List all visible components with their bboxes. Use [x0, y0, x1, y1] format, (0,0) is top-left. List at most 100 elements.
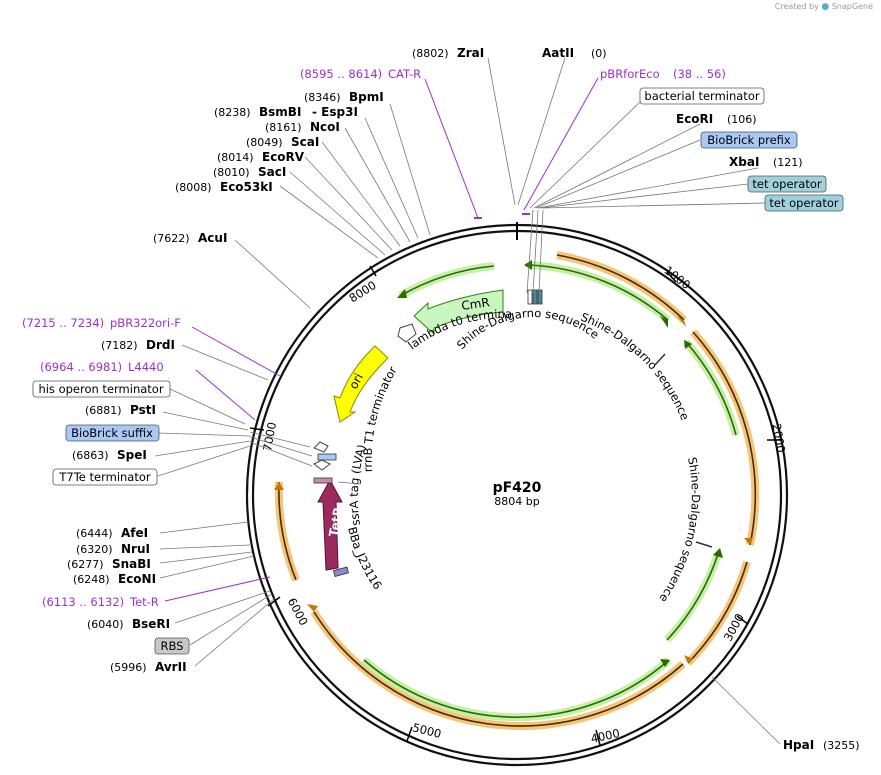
sd-glyph	[654, 353, 666, 366]
his-terminator-glyph	[313, 441, 329, 453]
scai-pos: (8049)	[246, 136, 283, 149]
biobrick-suffix-box	[65, 424, 160, 442]
snapgene-branding: Created by ● SnapGene	[775, 2, 873, 12]
green-cds-arcs	[361, 261, 740, 722]
spei-pos: (6863)	[72, 449, 109, 462]
ssra-tag-label: ssrA tag (LVA)	[347, 443, 369, 527]
green-arc	[529, 264, 669, 321]
bsmbi-pos: (8238)	[214, 106, 251, 119]
tet-operator-box-1	[747, 175, 827, 193]
scai-name: ScaI	[291, 135, 319, 149]
arrowhead	[713, 548, 723, 558]
tet-operator-box-2	[764, 194, 844, 212]
orange-arc	[687, 561, 748, 664]
hpai-pos: (3255)	[823, 739, 860, 752]
snapgene-name: SnapGene	[831, 2, 873, 11]
feature-cmr: CmR	[413, 289, 504, 336]
arrowhead	[524, 260, 532, 270]
tick-mark	[267, 596, 281, 607]
biobrick-prefix-label: BioBrick prefix	[707, 133, 791, 147]
lambda-t0-terminator-glyph	[397, 323, 417, 343]
arrowhead	[274, 482, 284, 490]
feature-tetr: TetR	[317, 478, 345, 571]
tet-operator-glyph	[537, 289, 543, 305]
bseri-name: BseRI	[132, 617, 170, 631]
arrowhead	[677, 316, 686, 327]
feature-ori: ori	[333, 345, 389, 423]
aatii-name: AatII	[542, 46, 574, 60]
arrowhead	[660, 659, 670, 667]
bseri-pos: (6040)	[87, 618, 124, 631]
drdi-name: DrdI	[146, 338, 175, 352]
orange-arc	[692, 331, 757, 546]
orange-arc	[556, 254, 685, 321]
ecori-pos: (106)	[727, 113, 757, 126]
bacterial-terminator-label: bacterial terminator	[644, 89, 759, 103]
cmr-label: CmR	[460, 295, 490, 313]
orange-arc	[313, 611, 684, 727]
aatii-pos: (0)	[591, 47, 607, 60]
arrowhead	[684, 340, 692, 349]
biobrick-suffix-label: BioBrick suffix	[71, 426, 153, 440]
pbrforeco-name: pBRforEco	[600, 67, 660, 81]
econi-pos: (6248)	[73, 573, 110, 586]
cat-r-name: CAT-R	[388, 67, 421, 81]
arrowhead	[744, 538, 753, 545]
green-arc-halo	[361, 656, 672, 722]
orange-arc-halo	[274, 481, 300, 582]
tick-label-5000: 5000	[411, 720, 443, 741]
bacterial-terminator-box	[639, 87, 765, 105]
tetr-arrow	[317, 478, 343, 571]
ssra-tag-glyph	[313, 477, 333, 484]
arrowhead	[307, 604, 318, 612]
ori-arrow	[333, 345, 389, 423]
avrii-pos: (5996)	[110, 661, 147, 674]
his-operon-terminator-box	[32, 380, 171, 398]
shine-dalgarno-label-3: Shine-Dalgarno sequence	[656, 456, 702, 605]
bpmi-pos: (8346)	[304, 91, 341, 104]
saci-name: SacI	[258, 165, 286, 179]
tick-label-6000: 6000	[285, 595, 311, 627]
bba-promoter-glyph	[332, 566, 349, 577]
l4440-range: (6964 .. 6981)	[40, 360, 122, 374]
psti-name: PstI	[130, 403, 156, 417]
psti-pos: (6881)	[85, 404, 122, 417]
pbr322ori-f-line	[191, 326, 281, 377]
plasmid-name: pF420	[493, 480, 542, 496]
t7te-terminator-label: T7Te terminator	[58, 470, 151, 484]
green-arc-halo	[398, 262, 495, 300]
biobrick-prefix-glyph	[527, 289, 533, 305]
ncoi-pos: (8161)	[265, 121, 302, 134]
green-arc	[363, 659, 670, 718]
sd-glyph	[695, 541, 713, 548]
tet-operator-label-1: tet operator	[752, 177, 821, 191]
green-arc	[399, 265, 495, 297]
t7te-terminator-glyph	[313, 459, 331, 471]
bsmbi-name: BsmBI	[259, 105, 301, 119]
biobrick-prefix-box	[700, 131, 798, 149]
l4440-line	[195, 369, 256, 421]
tick-label-4000: 4000	[589, 726, 621, 746]
green-arrowheads	[397, 260, 723, 667]
eco53ki-pos: (8008)	[175, 181, 212, 194]
tick-mark	[595, 729, 601, 746]
ecorv-pos: (8014)	[217, 151, 254, 164]
his-operon-terminator-label: his operon terminator	[38, 382, 163, 396]
snapgene-logo-icon: ●	[821, 2, 830, 12]
xbai-name: XbaI	[729, 155, 759, 169]
econi-name: EcoNI	[118, 572, 156, 586]
shine-dalgarno-label-2: Shine-Dalgarno sequence	[579, 310, 692, 422]
snabi-name: SnaBI	[112, 557, 151, 571]
cmr-arrow	[413, 289, 504, 336]
pbr322ori-f-range: (7215 .. 7234)	[22, 316, 104, 330]
drdi-pos: (7182)	[101, 339, 138, 352]
pbr322ori-f-name: pBR322ori-F	[110, 316, 181, 330]
green-arc	[666, 553, 719, 641]
tick-mark	[666, 271, 677, 283]
l4440-name: L4440	[128, 360, 164, 374]
green-arc	[685, 341, 737, 436]
tet-r-range: (6113 .. 6132)	[42, 595, 124, 609]
primer-lines	[164, 77, 599, 602]
ncoi-name: NcoI	[310, 120, 340, 134]
bba-j23116-label: BBa_J23116	[345, 525, 385, 592]
